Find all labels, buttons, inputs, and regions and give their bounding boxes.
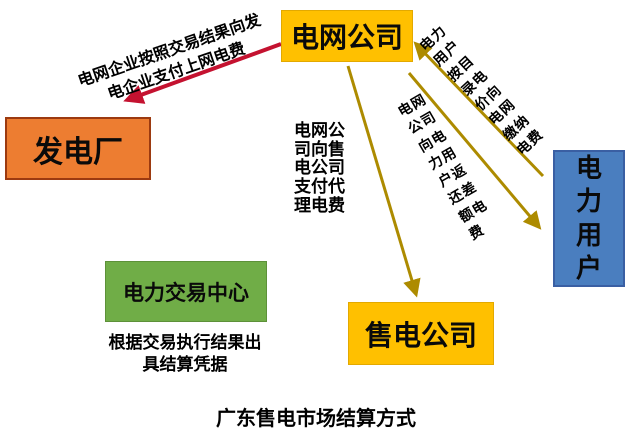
- trading-center-note: 根据交易执行结果出具结算凭据: [108, 333, 262, 375]
- arrow-user-to-grid: [413, 41, 545, 178]
- node-power-plant: 发电厂: [5, 117, 151, 180]
- arrow-grid-to-sales: [346, 65, 421, 298]
- arrow-grid-to-user: [407, 72, 542, 230]
- flow-label-grid-to-sales: 电网公司向售电公司支付代理电费: [294, 121, 345, 215]
- node-power-plant-label: 发电厂: [33, 135, 123, 169]
- node-grid-company: 电网公司: [281, 10, 413, 62]
- arrow-grid-to-plant: [123, 42, 282, 104]
- node-trading-center: 电力交易中心: [105, 261, 267, 322]
- node-power-user: 电力用户: [553, 150, 625, 287]
- node-trading-center-label: 电力交易中心: [123, 281, 249, 305]
- node-power-user-label: 电力用户: [576, 153, 603, 283]
- node-sales-company-label: 售电公司: [364, 319, 477, 351]
- node-grid-company-label: 电网公司: [290, 22, 403, 53]
- diagram-title: 广东售电市场结算方式: [216, 408, 416, 430]
- node-sales-company: 售电公司: [348, 302, 494, 365]
